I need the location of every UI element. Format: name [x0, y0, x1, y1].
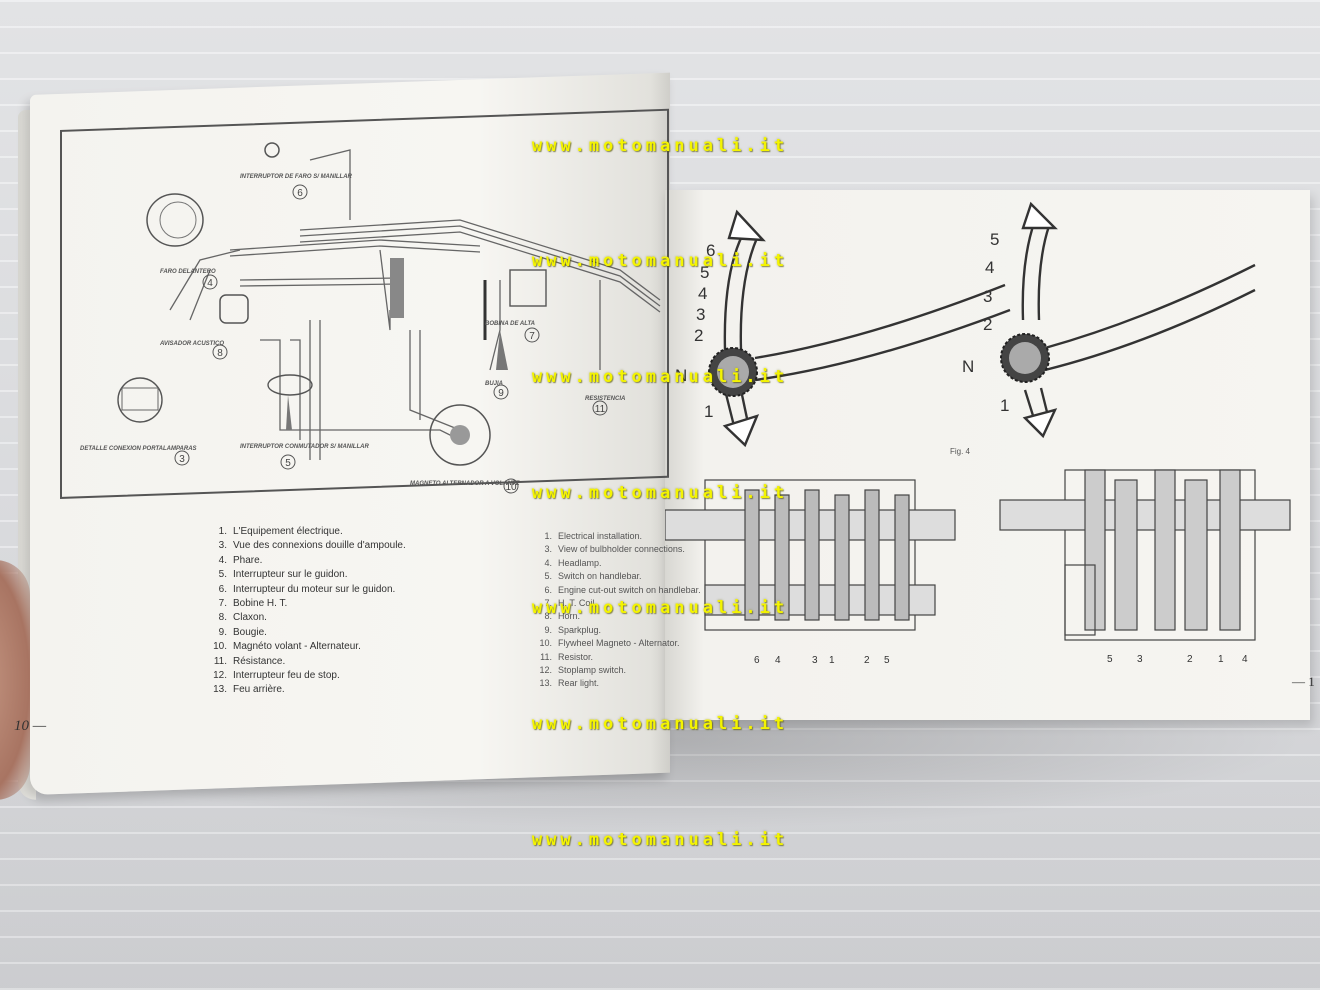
- gear-label: 3: [983, 287, 993, 306]
- legend-item: 13.Rear light.: [539, 678, 600, 689]
- circled-7: 7: [529, 331, 535, 342]
- gear-label: 5: [700, 263, 710, 282]
- legend-item: 13.Feu arrière.: [213, 684, 285, 696]
- gear-label: 3: [696, 305, 706, 324]
- gear-label: 1: [704, 402, 714, 421]
- legend-item: 8.Horn.: [544, 611, 581, 622]
- gear-label: 6: [706, 241, 716, 260]
- right-page: [665, 190, 1310, 720]
- gear-label: 1: [1000, 396, 1010, 415]
- watermark: www.motomanuali.it: [531, 483, 789, 503]
- circled-6: 6: [297, 188, 303, 199]
- legend-item: 10.Magnéto volant - Alternateur.: [213, 641, 361, 653]
- legend-item: 10.Flywheel Magneto - Alternator.: [539, 638, 680, 649]
- legend-item: 4.Phare.: [218, 554, 263, 566]
- figure-label: Fig. 4: [950, 447, 971, 456]
- watermark: www.motomanuali.it: [531, 136, 789, 156]
- circled-10: 10: [505, 482, 517, 493]
- gear-label: 4: [985, 258, 995, 277]
- legend-item: 7.Bobine H. T.: [218, 598, 288, 610]
- gear-label: 5: [990, 230, 1000, 249]
- part-number: 3: [1137, 654, 1143, 665]
- gear-label: 4: [698, 284, 708, 303]
- legend-item: 6.Interrupteur du moteur sur le guidon.: [218, 583, 396, 595]
- legend-item: 12.Stoplamp switch.: [539, 665, 627, 676]
- label-faro: FARO DELANTERO: [160, 269, 216, 275]
- label-magneto: MAGNETO ALTERNADOR A VOLANTE: [410, 481, 520, 487]
- label-resistencia: RESISTENCIA: [585, 396, 625, 402]
- gearshift-diagram: [665, 201, 1291, 641]
- legend-item: 6.Engine cut-out switch on handlebar.: [544, 584, 701, 595]
- watermark: www.motomanuali.it: [531, 830, 789, 850]
- legend-item: 4.Headlamp.: [544, 557, 602, 568]
- part-number: 3: [812, 655, 818, 666]
- legend-item: 12.Interrupteur feu de stop.: [213, 670, 340, 682]
- watermark: www.motomanuali.it: [531, 251, 789, 271]
- circled-3: 3: [179, 454, 185, 465]
- gear-label: N: [675, 366, 688, 385]
- gear-label: 2: [694, 326, 704, 345]
- wiring-diagram: 6 4 8 3 5 7 9 10 11 INTERRUPTOR DE FARO …: [80, 142, 661, 494]
- label-bujia: BUJIA: [485, 381, 503, 387]
- legend-item: 5.Interrupteur sur le guidon.: [218, 569, 348, 581]
- circled-5: 5: [285, 458, 291, 469]
- part-number: 2: [864, 655, 870, 666]
- part-number: 1: [829, 655, 835, 666]
- legend-french: 1.L'Equipement électrique. 3.Vue des con…: [205, 525, 406, 698]
- gear-label: 2: [983, 315, 993, 334]
- part-number: 4: [775, 655, 781, 666]
- watermark: www.motomanuali.it: [531, 367, 789, 387]
- legend-item: 9.Sparkplug.: [544, 624, 602, 635]
- legend-item: 3.Vue des connexions douille d'ampoule.: [218, 540, 406, 552]
- thumb: [0, 560, 30, 800]
- legend-item: 3.View of bulbholder connections.: [544, 544, 685, 555]
- part-number: 6: [754, 655, 760, 666]
- watermark: www.motomanuali.it: [531, 714, 789, 734]
- label-interruptor-faro: INTERRUPTOR DE FARO S/ MANILLAR: [240, 174, 353, 180]
- circled-11: 11: [595, 404, 606, 415]
- legend-item: 1.L'Equipement électrique.: [218, 526, 343, 537]
- circled-9: 9: [498, 388, 504, 399]
- legend-english: 1.Electrical installation. 3.View of bul…: [530, 530, 701, 691]
- circled-8: 8: [217, 348, 223, 359]
- label-conmutador: INTERRUPTOR CONMUTADOR S/ MANILLAR: [240, 444, 369, 450]
- page-number-left: 10 —: [14, 718, 47, 734]
- part-number: 4: [1242, 654, 1248, 665]
- label-bobina: BOBINA DE ALTA: [485, 321, 535, 327]
- legend-item: 8.Claxon.: [218, 612, 267, 624]
- gear-label: N: [962, 357, 975, 376]
- legend-item: 11.Résistance.: [213, 655, 286, 667]
- legend-item: 11.Resistor.: [540, 651, 594, 662]
- legend-item: 9.Bougie.: [218, 626, 267, 638]
- part-number: 2: [1187, 654, 1193, 665]
- label-avisador: AVISADOR ACUSTICO: [159, 341, 224, 347]
- label-detalle: DETALLE CONEXION PORTALAMPARAS: [80, 446, 197, 452]
- part-number: 5: [884, 655, 890, 666]
- circled-4: 4: [207, 278, 213, 289]
- watermark: www.motomanuali.it: [531, 598, 789, 618]
- legend-item: 7.H. T. Coil.: [544, 598, 597, 609]
- legend-item: 1.Electrical installation.: [544, 531, 643, 541]
- page-number-right: — 1: [1292, 674, 1315, 689]
- legend-item: 5.Switch on handlebar.: [544, 571, 642, 582]
- part-number: 1: [1218, 654, 1224, 665]
- part-number: 5: [1107, 654, 1113, 665]
